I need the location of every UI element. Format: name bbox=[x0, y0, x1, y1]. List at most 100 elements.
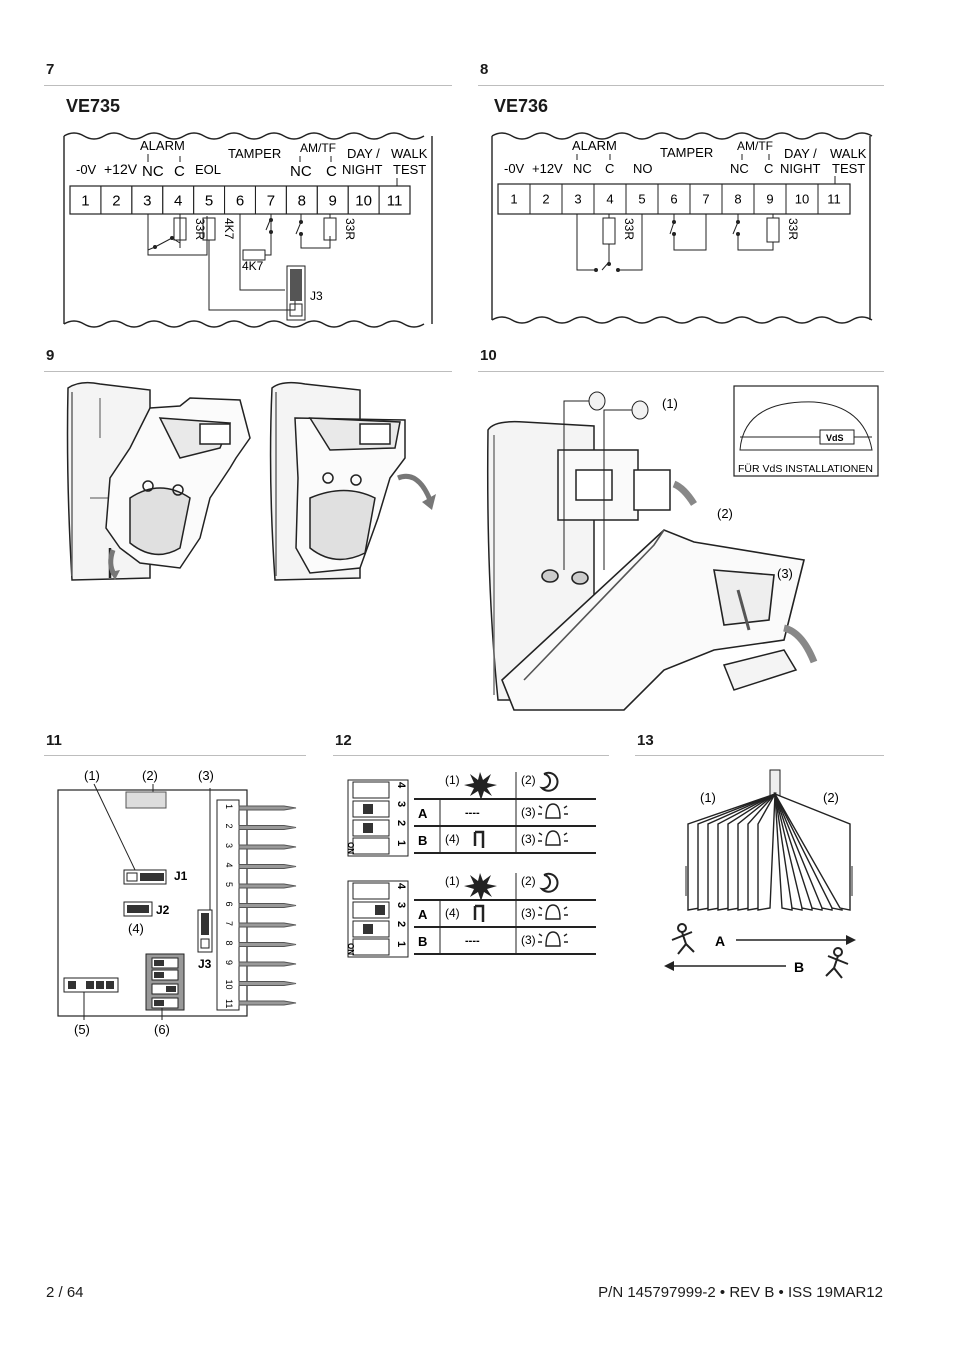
terminal-number: 3 bbox=[143, 192, 151, 209]
terminal-number: 3 bbox=[574, 192, 581, 207]
terminal-number: 5 bbox=[205, 192, 213, 209]
pcb-pin-number: 4 bbox=[224, 863, 234, 868]
dip-num-4: 4 bbox=[395, 883, 407, 890]
row-label-b: B bbox=[418, 833, 427, 848]
terminal-cell bbox=[378, 185, 411, 215]
terminal-label-eol: EOL bbox=[195, 162, 221, 177]
row-a-value: ---- bbox=[465, 807, 480, 819]
dip-num-1: 1 bbox=[395, 840, 407, 846]
section-divider bbox=[44, 85, 452, 86]
jumper-j1-label: J1 bbox=[174, 869, 188, 883]
resistor-4k7-label: 4K7 bbox=[242, 259, 264, 273]
row-label-a: A bbox=[418, 907, 428, 922]
daynight-label-2: NIGHT bbox=[342, 162, 383, 177]
lift-arrow-icon bbox=[672, 480, 697, 506]
terminal-label-12v: +12V bbox=[532, 161, 563, 176]
col-header-1: (1) bbox=[445, 773, 460, 787]
terminal-number: 4 bbox=[606, 192, 613, 207]
resistor-33r-2-label: 33R bbox=[343, 218, 357, 240]
pcb-pin-number: 9 bbox=[224, 960, 234, 965]
resistor-33r-2 bbox=[766, 217, 780, 243]
terminal-label-no: NO bbox=[633, 161, 653, 176]
walking-person-icon bbox=[825, 947, 849, 979]
resistor-33r-label: 33R bbox=[193, 218, 207, 240]
figure-number-13: 13 bbox=[637, 732, 654, 749]
terminal-number: 7 bbox=[267, 192, 275, 209]
pcb-pin-number: 1 bbox=[224, 804, 234, 809]
terminal-number: 11 bbox=[827, 192, 841, 207]
terminal-pin bbox=[238, 903, 297, 908]
terminal-number: 10 bbox=[355, 192, 372, 209]
screwdriver bbox=[736, 589, 751, 631]
terminal-number: 8 bbox=[298, 192, 306, 209]
tamper-group-label: TAMPER bbox=[660, 145, 713, 160]
dip-num-3: 3 bbox=[395, 801, 407, 807]
terminal-pin bbox=[238, 981, 297, 986]
resistor-33r-2-label: 33R bbox=[786, 218, 800, 240]
terminal-pin bbox=[238, 844, 297, 850]
bell-icon bbox=[538, 931, 568, 947]
terminal-pin bbox=[238, 922, 297, 928]
row-a-callout-4: (4) bbox=[445, 906, 460, 920]
terminal-pin bbox=[238, 864, 297, 869]
terminal-label-nc: NC bbox=[142, 163, 164, 180]
detector-mounting-illustration: (1) (2) (3) VdS FÜR VdS INSTALLATIONEN bbox=[486, 385, 879, 711]
alarm-group-label: ALARM bbox=[140, 138, 185, 153]
wavy-border-top bbox=[63, 132, 425, 140]
detector-housing-tilted bbox=[66, 381, 251, 581]
pcb-pin-number: 10 bbox=[224, 980, 234, 990]
vds-caption: FÜR VdS INSTALLATIONEN bbox=[738, 463, 873, 475]
terminal-number: 7 bbox=[702, 192, 709, 207]
detector-cover bbox=[501, 529, 805, 711]
pcb-pin-number: 2 bbox=[224, 824, 234, 829]
model-title-ve736: VE736 bbox=[494, 96, 549, 116]
walk-label-2: TEST bbox=[832, 161, 865, 176]
row-a-callout-3: (3) bbox=[521, 906, 536, 920]
terminal-number: 1 bbox=[510, 192, 517, 207]
dip-num-2: 2 bbox=[395, 820, 407, 826]
terminal-number: 10 bbox=[795, 192, 809, 207]
row-b-callout-3: (3) bbox=[521, 832, 536, 846]
page-number: 2 / 64 bbox=[46, 1284, 84, 1301]
dip-table-1: 4 3 2 1 ON (1) (2) A ---- (3) B (4) (3) bbox=[346, 771, 596, 857]
direction-a-label: A bbox=[715, 933, 725, 949]
jumper-j3-label: J3 bbox=[198, 957, 212, 971]
amtf-group-label: AM/TF bbox=[300, 141, 336, 155]
callout-2: (2) bbox=[823, 790, 839, 805]
terminal-number: 6 bbox=[670, 192, 677, 207]
col-header-1: (1) bbox=[445, 874, 460, 888]
bell-icon bbox=[538, 904, 568, 920]
terminal-pin bbox=[238, 961, 297, 967]
arrow-left-icon bbox=[664, 961, 674, 971]
alarm-group-label: ALARM bbox=[572, 138, 617, 153]
callout-3: (3) bbox=[198, 768, 214, 783]
detection-curtain bbox=[773, 792, 851, 911]
rotate-arrow-icon bbox=[397, 473, 433, 501]
terminal-number: 5 bbox=[638, 192, 645, 207]
row-b-value: ---- bbox=[465, 935, 480, 947]
terminal-label-c-2: C bbox=[326, 163, 337, 180]
detector-housing-closed bbox=[269, 381, 406, 581]
terminal-number: 4 bbox=[174, 192, 182, 209]
daynight-label: DAY / bbox=[347, 146, 380, 161]
figure-number-10: 10 bbox=[480, 347, 497, 364]
pcb-pin-number: 6 bbox=[224, 902, 234, 907]
detection-pattern-diagram: (1) (2) A B bbox=[664, 769, 856, 979]
callout-6: (6) bbox=[154, 1022, 170, 1037]
terminal-number: 9 bbox=[766, 192, 773, 207]
figure-number-9: 9 bbox=[46, 347, 55, 364]
arrow-right-icon bbox=[846, 935, 856, 945]
row-a-callout-3: (3) bbox=[521, 805, 536, 819]
part-number: P/N 145797999-2 • REV B • ISS 19MAR12 bbox=[598, 1284, 883, 1301]
pcb-pin-number: 8 bbox=[224, 941, 234, 946]
callout-4: (4) bbox=[128, 921, 144, 936]
col-header-2: (2) bbox=[521, 874, 536, 888]
dip-num-2: 2 bbox=[395, 921, 407, 927]
cover-cap-piece bbox=[722, 649, 798, 691]
dip-on-label: ON bbox=[346, 842, 355, 854]
terminal-pin bbox=[238, 1000, 297, 1006]
flash-icon bbox=[464, 772, 497, 800]
pcb-pin-number: 7 bbox=[224, 921, 234, 926]
crescent-icon bbox=[539, 872, 559, 893]
terminal-label-nc-2: NC bbox=[730, 161, 749, 176]
